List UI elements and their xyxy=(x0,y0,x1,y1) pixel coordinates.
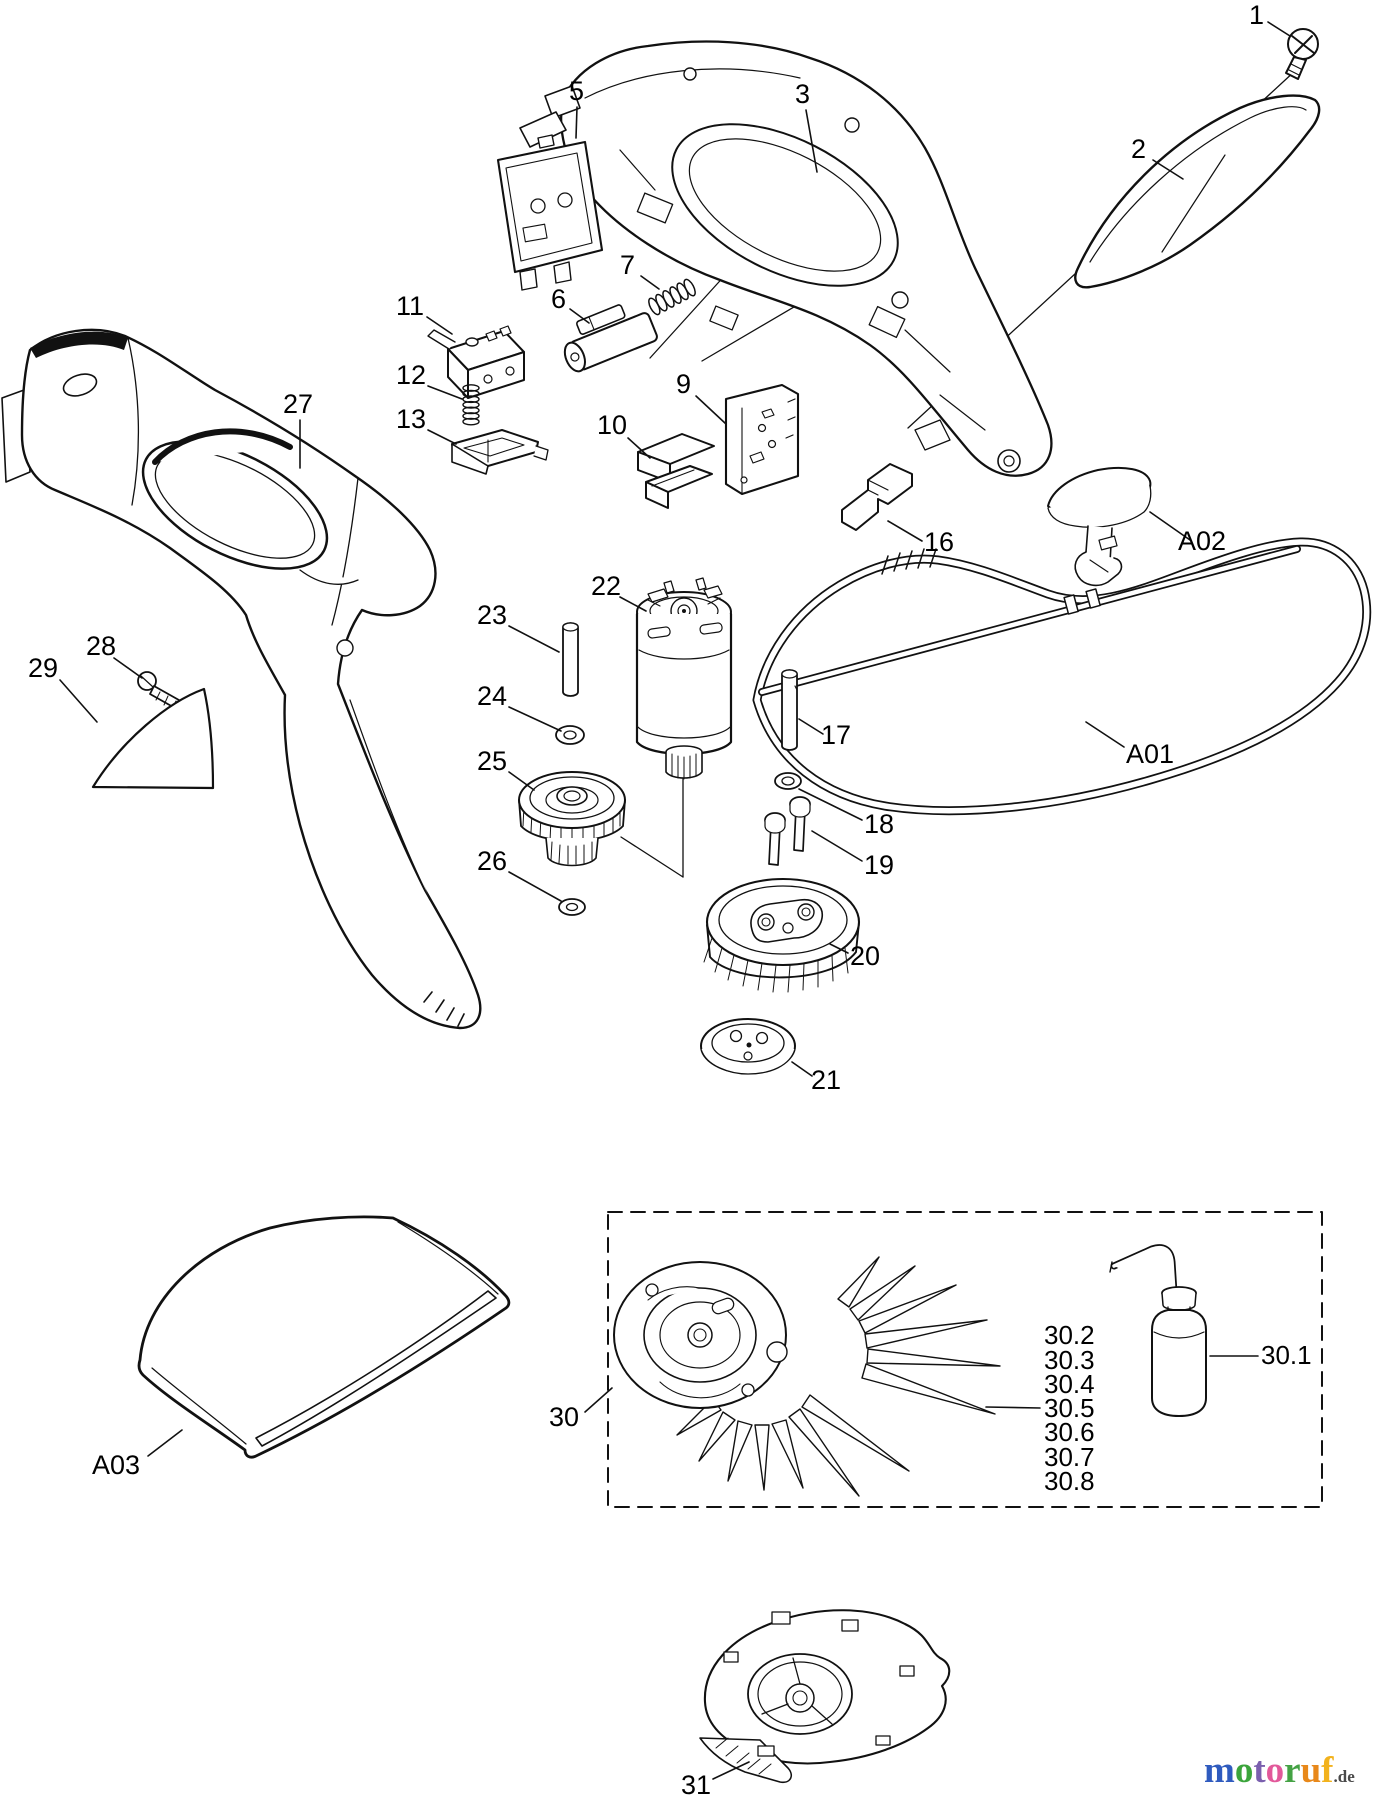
part-label-26: 26 xyxy=(477,846,508,876)
part-27-housing-drawing xyxy=(1,328,482,1030)
part-13-bracket-drawing xyxy=(451,429,549,475)
part-label-a03: A03 xyxy=(92,1450,141,1480)
part-label-2: 2 xyxy=(1131,134,1147,164)
logo-letter: t xyxy=(1253,1750,1266,1791)
part-label-28: 28 xyxy=(86,631,117,661)
part-a03-sheath-drawing xyxy=(137,1215,511,1459)
logo-letter: o xyxy=(1234,1750,1254,1791)
part-25-gear-drawing xyxy=(518,771,626,867)
part-label-31: 31 xyxy=(681,1770,712,1800)
part-label-25: 25 xyxy=(477,746,508,776)
part-label-30-1: 30.1 xyxy=(1261,1340,1312,1370)
part-10-bracket-drawing xyxy=(637,433,715,509)
motoruf-logo: motoruf.de xyxy=(1204,1749,1355,1792)
part-26-washer-drawing xyxy=(558,898,586,916)
part-18-washer-drawing xyxy=(774,772,802,790)
part-24-washer-drawing xyxy=(555,725,585,745)
part-29-wedge-drawing xyxy=(91,687,215,790)
part-1-screw-drawing xyxy=(1285,28,1319,80)
part-label-6: 6 xyxy=(551,284,567,314)
part-label-10: 10 xyxy=(597,410,628,440)
part-9-controller-drawing xyxy=(724,383,800,496)
part-label-27: 27 xyxy=(283,389,314,419)
part-label-7: 7 xyxy=(620,250,636,280)
kit-boundary-box xyxy=(607,1211,1323,1508)
part-label-30-8: 30.8 xyxy=(1044,1466,1095,1496)
part-label-9: 9 xyxy=(676,369,692,399)
part-label-30-6: 30.6 xyxy=(1044,1417,1095,1447)
part-label-12: 12 xyxy=(396,360,427,390)
part-11-switch-drawing xyxy=(427,325,525,399)
part-label-22: 22 xyxy=(591,571,622,601)
part-3-housing-drawing xyxy=(519,40,1053,477)
part-label-11: 11 xyxy=(396,291,425,321)
part-30-blade-drawing xyxy=(613,1256,1001,1497)
logo-letter: u xyxy=(1300,1750,1322,1791)
logo-letter: m xyxy=(1204,1750,1235,1791)
part-label-30-4: 30.4 xyxy=(1044,1369,1095,1399)
logo-letter: o xyxy=(1265,1750,1285,1791)
part-a01-guard-frame-drawing xyxy=(752,537,1372,816)
part-label-24: 24 xyxy=(477,681,508,711)
part-23-pin-drawing xyxy=(562,622,579,697)
part-label-17: 17 xyxy=(821,720,852,750)
part-17-pin-drawing xyxy=(781,669,798,751)
part-label-3: 3 xyxy=(795,79,811,109)
part-16-slider-drawing xyxy=(841,463,913,531)
part-30-1-oil-bottle-drawing xyxy=(1109,1244,1207,1417)
part-label-30-3: 30.3 xyxy=(1044,1345,1095,1375)
part-label-18: 18 xyxy=(864,809,895,839)
part-label-a01: A01 xyxy=(1126,739,1175,769)
part-7-spring-drawing xyxy=(648,278,696,316)
part-label-20: 20 xyxy=(850,941,881,971)
part-label-13: 13 xyxy=(396,404,427,434)
leader-lines xyxy=(59,21,1291,1780)
part-label-19: 19 xyxy=(864,850,895,880)
part-label-30: 30 xyxy=(549,1402,580,1432)
part-19-screws-drawing xyxy=(764,796,811,866)
part-label-23: 23 xyxy=(477,600,508,630)
part-2-cover-drawing xyxy=(1074,94,1321,289)
logo-letter: r xyxy=(1284,1750,1301,1791)
logo-letter: f xyxy=(1321,1750,1334,1791)
logo-suffix: .de xyxy=(1333,1767,1355,1786)
part-31-baseplate-drawing xyxy=(699,1609,951,1784)
part-label-30-7: 30.7 xyxy=(1044,1442,1095,1472)
part-label-a02: A02 xyxy=(1178,526,1227,556)
part-20-wheel-drawing xyxy=(703,877,861,993)
part-12-spring-drawing xyxy=(462,384,480,426)
part-6-cylinder-drawing xyxy=(563,304,658,373)
part-label-21: 21 xyxy=(811,1065,842,1095)
part-label-29: 29 xyxy=(28,653,59,683)
part-5-plate-drawing xyxy=(496,134,604,291)
part-label-16: 16 xyxy=(924,527,955,557)
part-label-30-2: 30.2 xyxy=(1044,1320,1095,1350)
part-label-30-5: 30.5 xyxy=(1044,1393,1095,1423)
part-label-5: 5 xyxy=(569,76,585,106)
part-22-motor-drawing xyxy=(635,577,733,780)
part-21-disc-drawing xyxy=(700,1018,796,1075)
part-a02-cap-drawing xyxy=(1047,466,1152,587)
part-label-1: 1 xyxy=(1249,0,1265,30)
